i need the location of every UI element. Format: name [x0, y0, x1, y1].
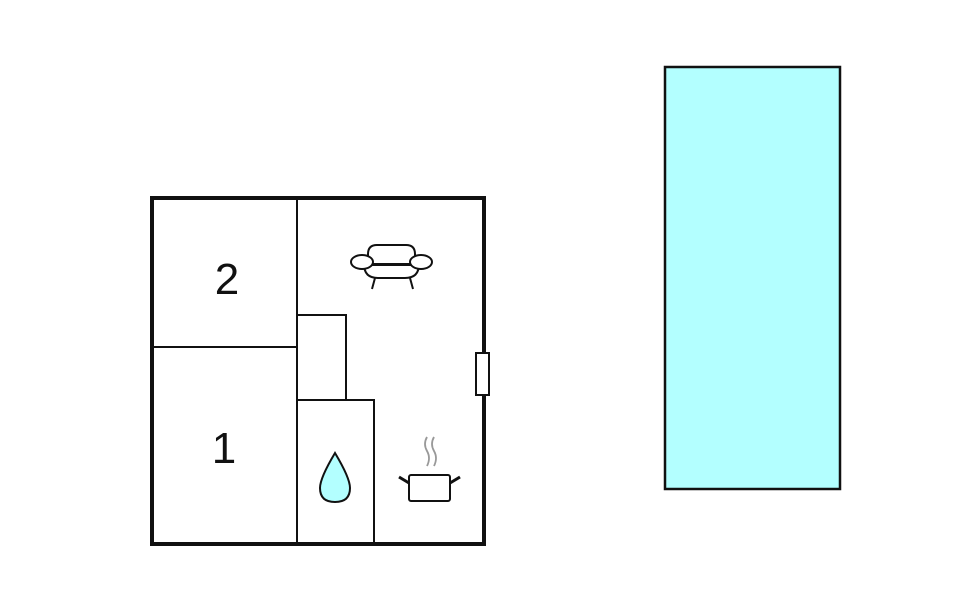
door-icon	[475, 352, 490, 396]
house	[150, 196, 490, 546]
closet-wall	[297, 314, 347, 400]
sofa-icon	[350, 244, 433, 290]
pool	[663, 65, 842, 491]
bathroom-wall	[297, 399, 375, 544]
room-label-2: 2	[215, 255, 239, 304]
cooking-pot-icon	[398, 436, 461, 502]
room-label-1: 1	[212, 424, 236, 473]
water-drop-icon	[318, 451, 352, 504]
